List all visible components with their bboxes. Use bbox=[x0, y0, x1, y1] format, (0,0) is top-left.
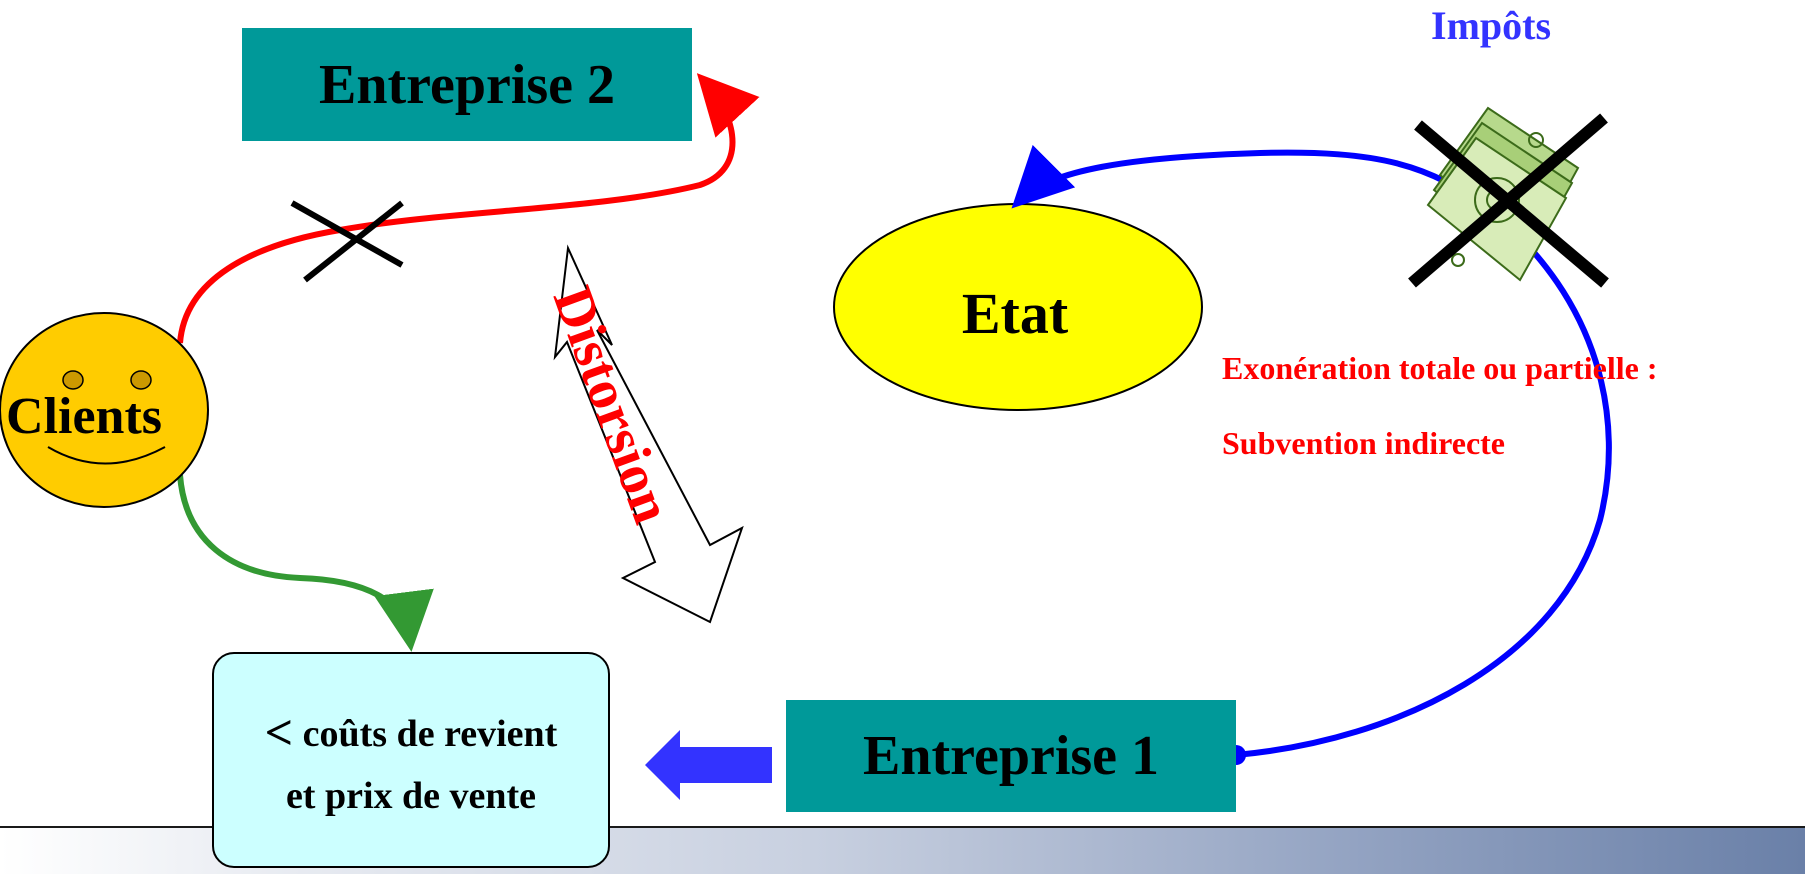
entreprise-1-box: Entreprise 1 bbox=[786, 700, 1236, 812]
cross-mark-icon bbox=[290, 200, 404, 283]
red-arrow-clients-to-entreprise-2 bbox=[177, 73, 760, 344]
distorsion-double-arrow bbox=[553, 244, 744, 624]
prix-line-1-text: coûts de revient bbox=[302, 713, 558, 756]
prix-box: < coûts de revient et prix de vente bbox=[212, 652, 610, 868]
subvention-label: Subvention indirecte bbox=[1222, 425, 1505, 461]
tax-cross-icon bbox=[1408, 113, 1609, 288]
exoneration-label: Exonération totale ou partielle : bbox=[1222, 350, 1658, 386]
smiley-face-icon bbox=[0, 312, 209, 508]
block-arrow-to-prix bbox=[645, 730, 772, 800]
entreprise-2-label: Entreprise 2 bbox=[318, 53, 616, 116]
blue-arrow-entreprise-1-to-etat bbox=[1011, 144, 1612, 758]
footer-rule bbox=[0, 826, 1805, 828]
prix-line-2: et prix de vente bbox=[285, 774, 537, 817]
prix-line-1: < coûts de revient bbox=[265, 696, 558, 769]
impots-label: Impôts bbox=[1431, 3, 1552, 48]
entreprise-2-box: Entreprise 2 bbox=[242, 28, 692, 141]
entreprise-1-label: Entreprise 1 bbox=[862, 725, 1160, 787]
green-arrow-clients-to-prix bbox=[177, 474, 434, 652]
clients-label: Clients bbox=[6, 388, 162, 445]
less-than-symbol: < bbox=[264, 704, 294, 761]
etat-label: Etat bbox=[961, 281, 1069, 346]
